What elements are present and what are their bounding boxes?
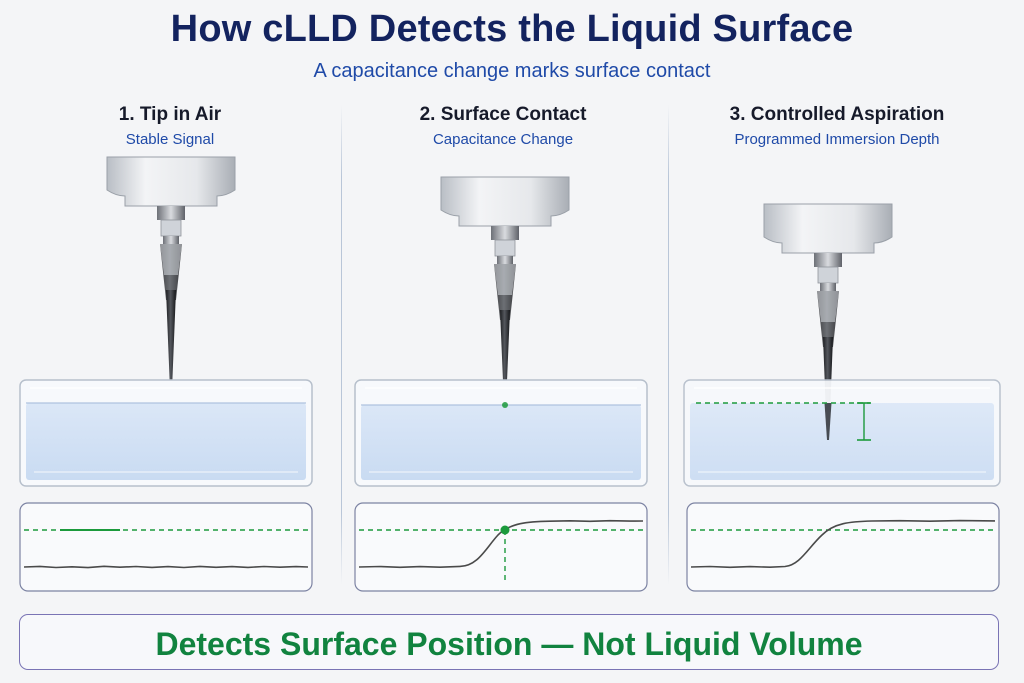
panel-1-pipette [106,156,236,390]
panel-3-trough [683,379,1001,487]
panel-2-trough [354,379,648,487]
footer-text: Detects Surface Position — Not Liquid Vo… [155,626,863,662]
divider-right [668,105,669,585]
cLLD-diagram [19,156,1001,592]
panel-1-signal-chart [19,502,313,592]
panel-1-subtitle: Stable Signal [125,131,215,148]
panel-1-title: 1. Tip in Air [118,104,222,125]
footer-callout: Detects Surface Position — Not Liquid Vo… [19,614,999,670]
panel-3-subtitle: Programmed Immersion Depth [734,131,940,148]
panel-2-subtitle: Capacitance Change [432,131,574,148]
panel-1-trough [19,379,313,487]
divider-left [341,105,342,585]
panel-2-signal-chart [354,502,648,592]
panel-2-title: 2. Surface Contact [419,104,587,125]
panel-3-title: 3. Controlled Aspiration [729,104,945,125]
panel-3-signal-chart [686,502,1000,592]
panel-2-pipette [440,176,570,405]
page-subtitle: A capacitance change marks surface conta… [313,60,711,82]
page-title: How cLLD Detects the Liquid Surface [170,8,854,50]
